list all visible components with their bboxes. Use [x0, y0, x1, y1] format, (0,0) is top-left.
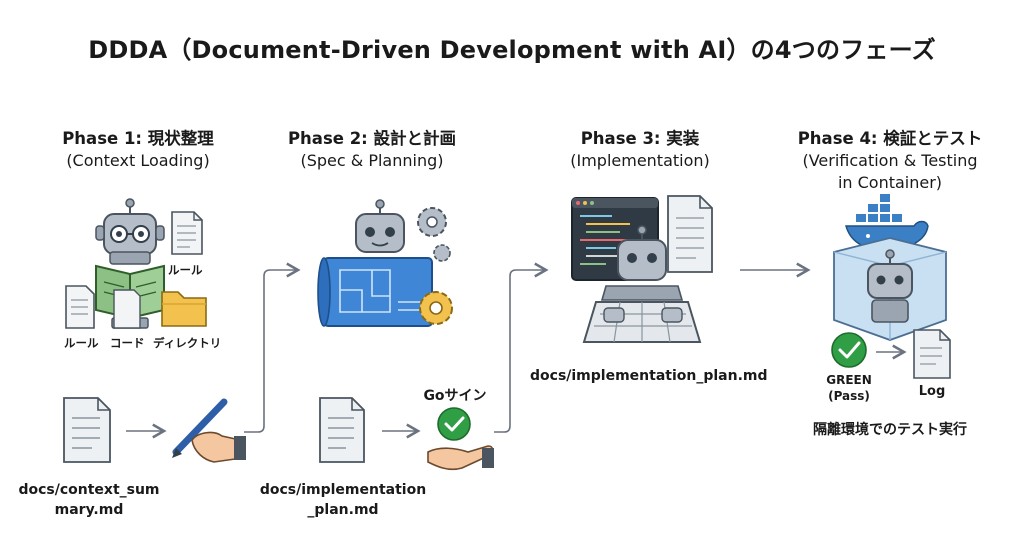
arrow-phase-1-to-2: [244, 262, 301, 433]
label-code: コード: [110, 336, 145, 350]
rule-document-icon: [171, 211, 203, 255]
code-document-icon: [113, 289, 141, 329]
phase-3-robot-icon: [600, 225, 684, 301]
go-sign-label: Goサイン: [423, 388, 487, 404]
label-rule-top: ルール: [168, 263, 203, 277]
phase-4-subtitle-line2: in Container): [837, 173, 943, 192]
phase-4-robot-icon: [867, 249, 913, 323]
phase-4-header: Phase 4: 検証とテスト (Verification & Testing …: [770, 128, 1010, 194]
phase-3-output-filename: docs/implementation_plan.md: [530, 368, 768, 384]
phase-4-caption: 隔離環境でのテスト実行: [813, 422, 967, 438]
go-check-icon: [437, 407, 471, 441]
green-status-label: GREEN (Pass): [814, 372, 884, 404]
green-pass-check-icon: [831, 332, 867, 368]
phase-3-name: Phase 3: 実装: [580, 129, 700, 148]
phase-2-subtitle: (Spec & Planning): [300, 151, 444, 170]
phase-1-subtitle: (Context Loading): [66, 151, 210, 170]
context-summary-doc-icon: [63, 397, 111, 463]
arrow-phase-2-to-3: [494, 262, 549, 433]
hand-pen-icon: [172, 398, 246, 463]
blueprint-icon: [317, 257, 433, 327]
phase-1-header: Phase 1: 現状整理 (Context Loading): [38, 128, 238, 172]
phase-4-name: Phase 4: 検証とテスト: [797, 129, 983, 148]
phase-1-robot-icon: [95, 198, 165, 265]
keyboard-icon: [582, 301, 702, 343]
phase-2-name: Phase 2: 設計と計画: [287, 129, 457, 148]
diagram-title: DDDA（Document-Driven Development with AI…: [88, 36, 936, 64]
spec-document-icon: [667, 195, 713, 273]
green-status-text: GREEN: [826, 373, 872, 387]
rule-document-small-icon: [65, 285, 95, 329]
folder-icon: [161, 291, 207, 327]
pass-status-text: (Pass): [828, 389, 870, 403]
gear-large-icon: [419, 291, 453, 325]
implementation-plan-doc-icon: [319, 397, 365, 463]
phase-3-subtitle: (Implementation): [570, 151, 710, 170]
open-hand-icon: [427, 445, 494, 471]
phase-4-subtitle-line1: (Verification & Testing: [802, 151, 978, 170]
phase-2-header: Phase 2: 設計と計画 (Spec & Planning): [272, 128, 472, 172]
log-label: Log: [918, 384, 946, 399]
phase-1-output-filename: docs/context_summary.md: [18, 482, 160, 518]
phase-3-header: Phase 3: 実装 (Implementation): [540, 128, 740, 172]
phase-1-name: Phase 1: 現状整理: [62, 129, 214, 148]
log-document-icon: [913, 329, 951, 379]
phase-2-output-filename: docs/implementation_plan.md: [259, 482, 427, 518]
label-rule: ルール: [64, 336, 99, 350]
gear-small-icon: [417, 207, 451, 262]
phase-2-robot-icon: [355, 199, 405, 253]
label-directory: ディレクトリ: [153, 336, 222, 350]
